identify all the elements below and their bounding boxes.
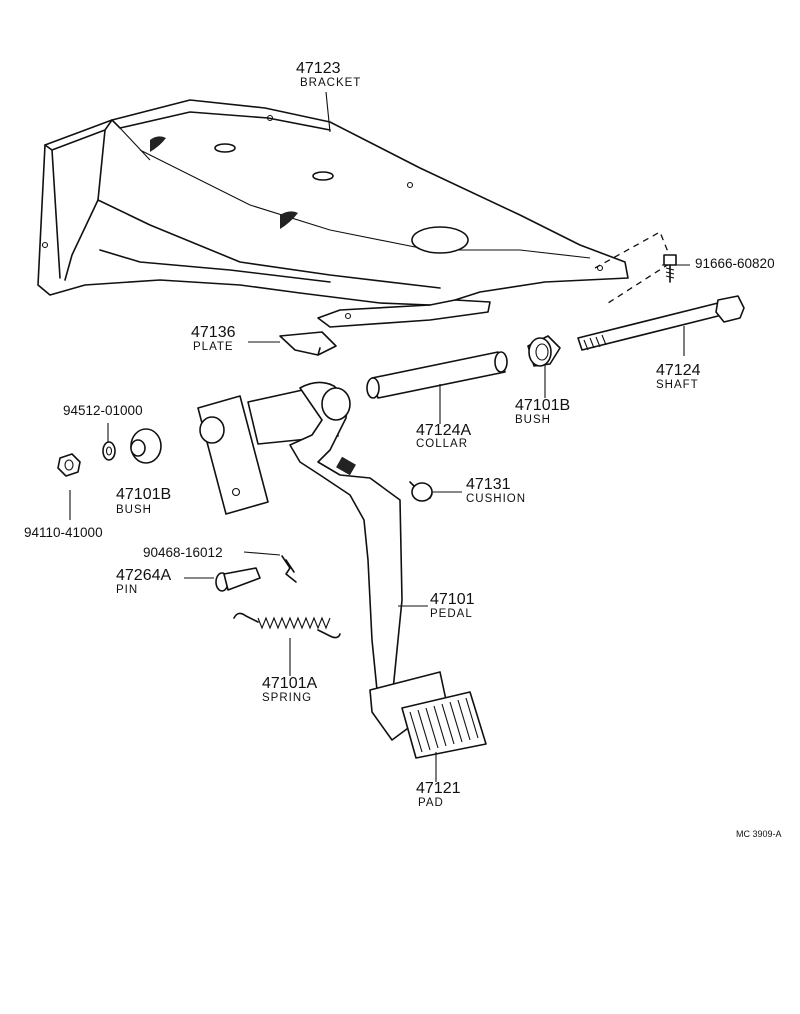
cotter-pin-part — [281, 555, 297, 583]
leader-lines — [69, 91, 690, 782]
pedal-part — [197, 381, 447, 741]
plate-part — [279, 331, 337, 356]
part-number-nut: 94110-41000 — [24, 525, 103, 540]
part-name-plate: PLATE — [193, 341, 234, 353]
part-name-bush-left: BUSH — [116, 504, 152, 516]
cushion-part — [409, 481, 433, 502]
part-name-bush-right: BUSH — [515, 414, 551, 426]
part-number-spring: 47101A — [262, 675, 318, 692]
part-name-shaft: SHAFT — [656, 379, 699, 391]
part-name-pin: PIN — [116, 584, 139, 596]
part-number-plate: 47136 — [191, 324, 236, 341]
part-number-collar: 47124A — [416, 422, 472, 439]
bush-right-part — [527, 335, 561, 367]
part-number-cotter-pin: 90468-16012 — [143, 545, 223, 560]
part-number-shaft: 47124 — [656, 362, 701, 379]
drawing-code: MC 3909-A — [736, 829, 782, 839]
washer-part — [102, 441, 116, 461]
pad-part — [401, 691, 487, 759]
part-number-washer: 94512-01000 — [63, 403, 143, 418]
spring-part — [233, 612, 341, 639]
part-name-spring: SPRING — [262, 692, 313, 704]
part-number-pad: 47121 — [416, 780, 461, 797]
part-number-cushion: 47131 — [466, 476, 511, 493]
part-name-bracket: BRACKET — [300, 77, 362, 89]
part-number-bracket: 47123 — [296, 60, 341, 77]
bolt-part — [663, 254, 677, 283]
part-number-pin: 47264A — [116, 567, 172, 584]
bracket-part — [37, 99, 673, 328]
nut-part — [57, 453, 81, 477]
part-name-cushion: CUSHION — [466, 493, 527, 505]
part-number-bolt: 91666-60820 — [695, 256, 775, 271]
shaft-part — [577, 295, 745, 351]
bush-left-part — [130, 428, 162, 464]
part-name-pedal: PEDAL — [430, 608, 473, 620]
part-name-collar: COLLAR — [416, 438, 469, 450]
part-number-bush-left: 47101B — [116, 486, 172, 503]
pin-part — [215, 567, 261, 592]
collar-part — [366, 351, 508, 399]
part-number-pedal: 47101 — [430, 591, 475, 608]
part-number-bush-right: 47101B — [515, 397, 571, 414]
part-name-pad: PAD — [418, 797, 444, 809]
